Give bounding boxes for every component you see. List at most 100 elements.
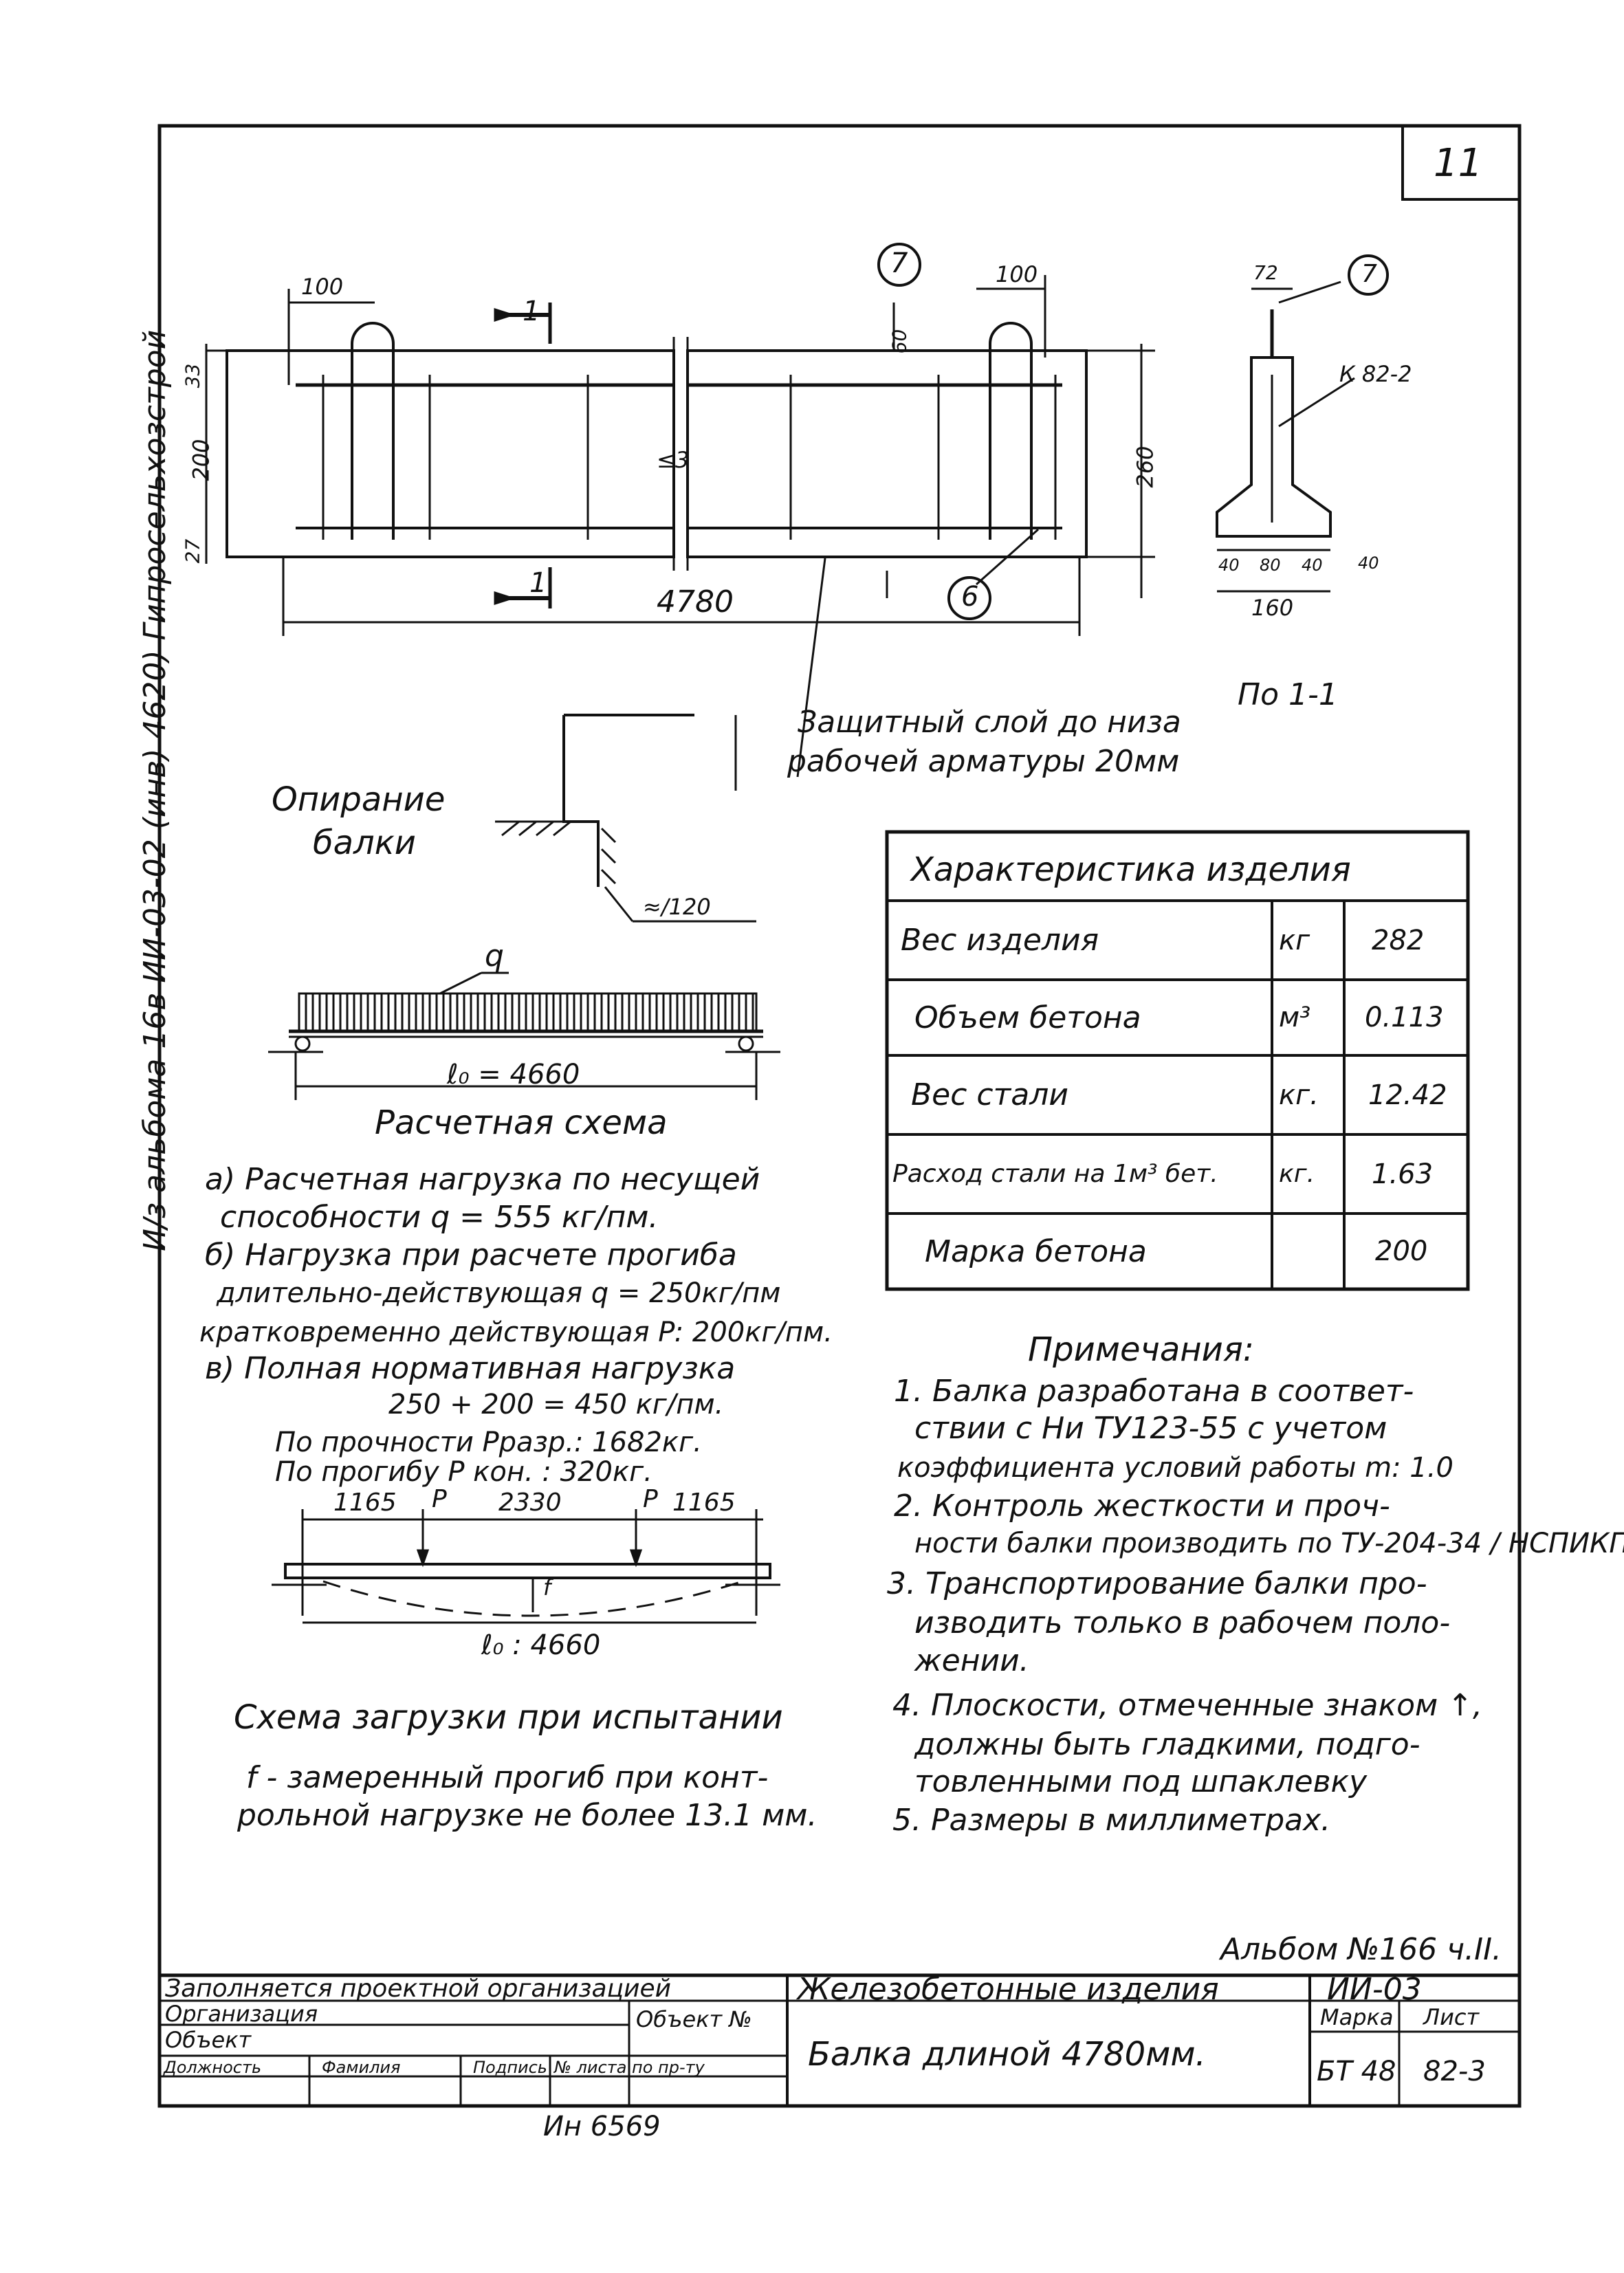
side-stamp: И/з альбома 16в ИИ-03-02 (инв) 4620) Гип… — [138, 329, 173, 1251]
section-title: По 1-1 — [1238, 677, 1338, 712]
title-block-frame — [157, 1973, 1522, 2108]
album-reference: Альбом №166 ч.II. — [1220, 1932, 1502, 1967]
tb-mark-label: Марка — [1320, 2004, 1394, 2030]
dim-260: 260 — [1132, 446, 1159, 488]
section-mark-bottom: 1 — [529, 567, 547, 599]
loads-line-2: способности q = 555 кг/пм. — [220, 1200, 659, 1235]
tb-series: ИИ-03 — [1327, 1972, 1422, 2007]
support-title-line1: Опирание — [272, 780, 446, 819]
notes-line: 3. Транспортирование балки про- — [887, 1566, 1427, 1601]
loads-line-6: в) Полная нормативная нагрузка — [205, 1351, 736, 1386]
section-dim-40a: 40 — [1218, 556, 1240, 575]
char-row-name: Вес стали — [911, 1077, 1068, 1112]
dim-27: 27 — [181, 538, 204, 564]
beam-outline-left — [226, 349, 675, 558]
char-row-unit: кг — [1279, 924, 1310, 956]
tb-object: Объект — [165, 2027, 252, 2053]
dim-length: 4780 — [657, 584, 734, 619]
loads-line-9: По прогибу P кон. : 320кг. — [275, 1456, 652, 1488]
char-row-value: 282 — [1372, 924, 1425, 956]
test-scheme-title: Схема загрузки при испытании — [234, 1698, 783, 1737]
test-dim-right: 1165 — [672, 1489, 736, 1517]
tb-mark-value: БТ 48 — [1317, 2056, 1396, 2087]
callout-circle-6 — [947, 576, 991, 620]
test-note-line1: f - замеренный прогиб при конт- — [246, 1760, 769, 1795]
protective-note-line2: рабочей арматуры 20мм — [787, 744, 1180, 779]
loads-line-4: длительно-действующая q = 250кг/пм — [217, 1277, 781, 1309]
notes-title: Примечания: — [1028, 1330, 1254, 1369]
section-dim-160: 160 — [1251, 595, 1294, 621]
tb-organization: Организация — [165, 2001, 318, 2027]
test-dim-mid: 2330 — [498, 1489, 562, 1517]
page-number: 11 — [1434, 141, 1483, 186]
notes-line: 1. Балка разработана в соответ- — [894, 1374, 1414, 1409]
section-dim-72: 72 — [1253, 261, 1278, 284]
tb-product-name: Балка длиной 4780мм. — [808, 2035, 1206, 2074]
char-row-name: Объем бетона — [914, 1000, 1141, 1035]
char-row-name: Расход стали на 1м³ бет. — [892, 1160, 1218, 1188]
loads-line-5: кратковременно действующая P: 200кг/пм. — [199, 1317, 833, 1348]
test-p-right: P — [643, 1485, 658, 1513]
char-row-value: 12.42 — [1368, 1079, 1447, 1111]
tb-object-no: Объект № — [636, 2006, 752, 2032]
section-dim-40b: 40 — [1302, 556, 1323, 575]
tb-col-sheet: № листа по пр-ту — [554, 2058, 705, 2077]
notes-line: должны быть гладкими, подго- — [914, 1727, 1420, 1762]
char-row-value: 1.63 — [1372, 1158, 1434, 1190]
tb-product-group: Железобетонные изделия — [798, 1972, 1219, 2007]
tb-sheet-value: 82-3 — [1423, 2056, 1486, 2087]
section-rebar-label: К 82-2 — [1339, 361, 1412, 387]
loads-line-7: 250 + 200 = 450 кг/пм. — [388, 1389, 724, 1420]
char-row-unit: м³ — [1279, 1002, 1311, 1033]
section-outline — [1216, 356, 1332, 538]
notes-line: 4. Плоскости, отмеченные знаком ↑, — [892, 1688, 1483, 1723]
inventory-number: Ин 6569 — [543, 2111, 661, 2142]
load-hatch — [298, 992, 758, 1033]
section-dim-80: 80 — [1260, 556, 1281, 575]
char-row-unit: кг. — [1279, 1079, 1319, 1111]
test-f-label: f — [543, 1574, 551, 1601]
loads-line-8: По прочности Pразр.: 1682кг. — [275, 1427, 702, 1458]
tb-org-fill: Заполняется проектной организацией — [165, 1975, 672, 2003]
loads-line-3: б) Нагрузка при расчете прогиба — [205, 1238, 737, 1273]
notes-line: ствии с Ни ТУ123-55 с учетом — [914, 1411, 1387, 1446]
tb-col-signature: Подпись — [473, 2058, 547, 2077]
section-dim-right: 40 — [1358, 553, 1379, 573]
load-label-q: q — [485, 938, 504, 974]
notes-line: 2. Контроль жесткости и проч- — [894, 1489, 1390, 1524]
notes-line: коэффициента условий работы m: 1.0 — [897, 1452, 1453, 1484]
char-row-name: Вес изделия — [901, 923, 1099, 958]
test-p-left: P — [432, 1485, 447, 1513]
calc-span: ℓ₀ = 4660 — [447, 1059, 580, 1090]
section-callout-circle-7 — [1348, 254, 1389, 296]
callout-7-label: 7 — [890, 248, 908, 279]
section-callout-7: 7 — [1361, 260, 1377, 288]
char-row-name: Марка бетона — [925, 1233, 1147, 1269]
loads-line-1: а) Расчетная нагрузка по несущей — [205, 1162, 760, 1197]
dim-top-right: 100 — [996, 261, 1038, 287]
protective-note-line1: Защитный слой до низа — [798, 705, 1181, 740]
notes-line: ности балки производить по ТУ-204-34 / Н… — [914, 1528, 1624, 1559]
section-mark-top: 1 — [523, 296, 540, 327]
notes-line: 5. Размеры в миллиметрах. — [892, 1803, 1331, 1838]
support-dim: ≈/120 — [643, 894, 711, 920]
beam-outline-right — [686, 349, 1088, 558]
char-row-unit: кг. — [1279, 1160, 1315, 1188]
support-title-line2: балки — [313, 824, 416, 862]
callout-6-label: 6 — [961, 581, 979, 613]
dim-60: 60 — [888, 329, 911, 354]
tb-col-position: Должность — [164, 2058, 262, 2077]
test-note-line2: рольной нагрузке не более 13.1 мм. — [237, 1798, 818, 1833]
test-span: ℓ₀ : 4660 — [481, 1629, 601, 1661]
notes-line: изводить только в рабочем поло- — [914, 1605, 1451, 1640]
dim-33: 33 — [181, 363, 204, 388]
dim-gap: ≤3 — [657, 447, 690, 473]
notes-line: жении. — [914, 1643, 1029, 1678]
char-table-title: Характеристика изделия — [911, 850, 1351, 889]
calc-scheme-title: Расчетная схема — [375, 1103, 668, 1142]
dim-top-left: 100 — [301, 274, 344, 300]
tb-col-surname: Фамилия — [322, 2058, 401, 2077]
char-row-value: 200 — [1375, 1236, 1428, 1267]
tb-sheet-label: Лист — [1423, 2004, 1480, 2030]
